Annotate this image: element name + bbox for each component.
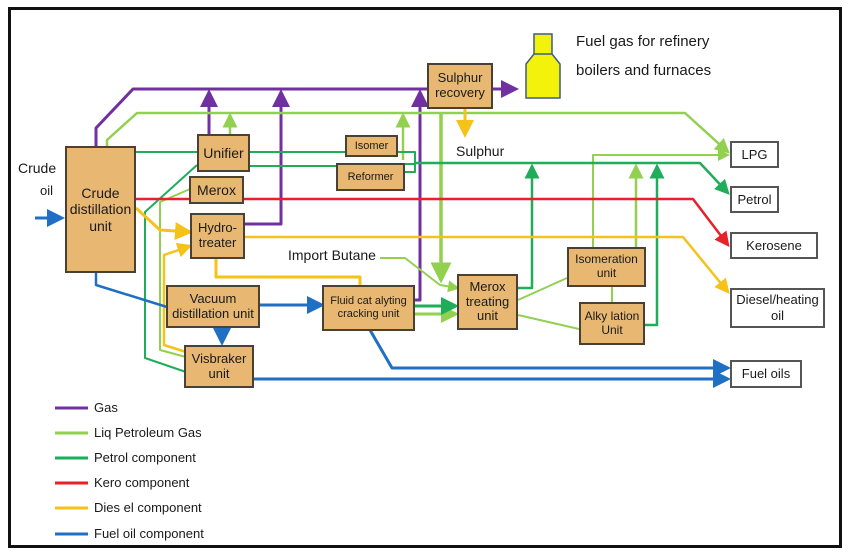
legend-item-petrol: Petrol component [94,450,196,465]
legend-item-gas: Gas [94,400,118,415]
diesel-label-1: Diesel/heating [736,292,819,308]
lpg-import-butane [380,257,460,293]
kerosene-label: Kerosene [746,237,802,253]
reformer-unit[interactable]: Reformer [336,163,405,191]
import-butane-label: Import Butane [288,247,376,263]
merox-treating-label-2: treating [465,293,510,309]
merox-treating-unit[interactable]: Merox treating unit [457,274,518,330]
merox-treating-label-3: unit [477,308,498,324]
legend-item-lpg: Liq Petroleum Gas [94,425,202,440]
product-fuel-oils[interactable]: Fuel oils [730,360,802,388]
fluid-cat-cracking-unit[interactable]: Fluid cat alyting cracking unit [322,285,415,331]
fuel-oils-label: Fuel oils [741,366,791,382]
legend-item-diesel: Dies el component [94,500,202,515]
diesel-hydrotreater-to-diesel [245,235,730,294]
petrol-label: Petrol [737,191,772,207]
sulphur-recovery-label-2: recovery [435,85,485,100]
vacuum-label-2: distillation unit [172,305,254,321]
product-diesel-heating-oil[interactable]: Diesel/heating oil [730,288,825,328]
alkylation-label-1: Alky lation [584,308,640,323]
visbraker-label-2: unit [208,365,230,381]
lpg-label: LPG [741,146,768,162]
isomeration-label-1: Isomeration [575,252,638,267]
crude-distillation-label: Crude distillation unit [69,185,132,234]
vacuum-label-1: Vacuum [189,290,237,306]
sulphur-label: Sulphur [456,143,505,159]
hydrotreater-unit[interactable]: Hydro- treater [190,213,245,259]
fcc-label-2: cracking unit [337,308,400,320]
diesel-visbraker-hydrotreater [162,243,193,354]
hydrotreater-label-2: treater [198,235,237,250]
petrol-isomer-reformer-merge [398,151,416,173]
petrol-merox-up [518,163,540,290]
crude-distillation-unit[interactable]: Crude distillation unit [65,146,136,273]
crude-oil-label-1: Crude [18,160,57,176]
alkylation-label-2: Unit [601,322,623,337]
diesel-label-2: oil [770,308,784,323]
fuel-gas-tank-icon [525,33,561,99]
crude-oil-label-2: oil [40,183,54,198]
gas-main-line [94,80,519,146]
petrol-main-to-petrol [415,161,730,195]
visbraker-unit[interactable]: Visbraker unit [184,345,254,388]
lpg-visbraker-up [159,179,198,358]
gas-fcc-up [411,89,429,302]
legend-item-kero: Kero component [94,475,190,490]
fuel-crude-vacuum [94,272,168,309]
merox-unit[interactable]: Merox [189,176,244,204]
petrol-alkylation-up [645,163,665,327]
fuel-fcc-to-fuel-oils [368,329,731,377]
fuel-gas-label-1: Fuel gas for refinery [576,33,710,50]
isomeration-label-2: unit [596,266,617,280]
isomer-label: Isomer [354,139,389,152]
lpg-main-line [105,111,730,154]
merox-label: Merox [197,181,236,198]
sulphur-recovery-label-1: Sulphur [437,70,483,86]
kero-line [136,197,730,247]
merox-treating-label-1: Merox [469,278,506,294]
reformer-label: Reformer [347,170,394,183]
lpg-merox-alkylation [517,314,580,330]
product-kerosene[interactable]: Kerosene [730,232,818,259]
unifier-unit[interactable]: Unifier [197,134,250,172]
product-petrol[interactable]: Petrol [730,186,779,213]
sulphur-recovery-unit[interactable]: Sulphur recovery [427,63,493,109]
legend-item-fuel-oil: Fuel oil component [94,526,204,541]
visbraker-label-1: Visbraker [191,350,247,366]
isomer-unit[interactable]: Isomer [345,135,398,157]
fuel-gas-label-2: boilers and furnaces [576,62,712,79]
alkylation-unit[interactable]: Alky lation Unit [579,302,645,345]
unifier-label: Unifier [203,144,244,161]
gas-hydrotreater-up [245,89,290,226]
isomeration-unit[interactable]: Isomeration unit [567,247,646,287]
vacuum-distillation-unit[interactable]: Vacuum distillation unit [166,285,260,328]
lpg-merox-isomeration [517,277,568,301]
petrol-visbraker-up [144,164,198,373]
hydrotreater-label-1: Hydro- [197,220,237,236]
diesel-crude-hydrotreater [134,206,193,240]
fcc-label-1: Fluid cat alyting [330,295,407,308]
diesel-fcc-hydrotreater [214,258,362,286]
product-lpg[interactable]: LPG [730,141,779,168]
lpg-isomeration-to-lpg [592,149,730,247]
